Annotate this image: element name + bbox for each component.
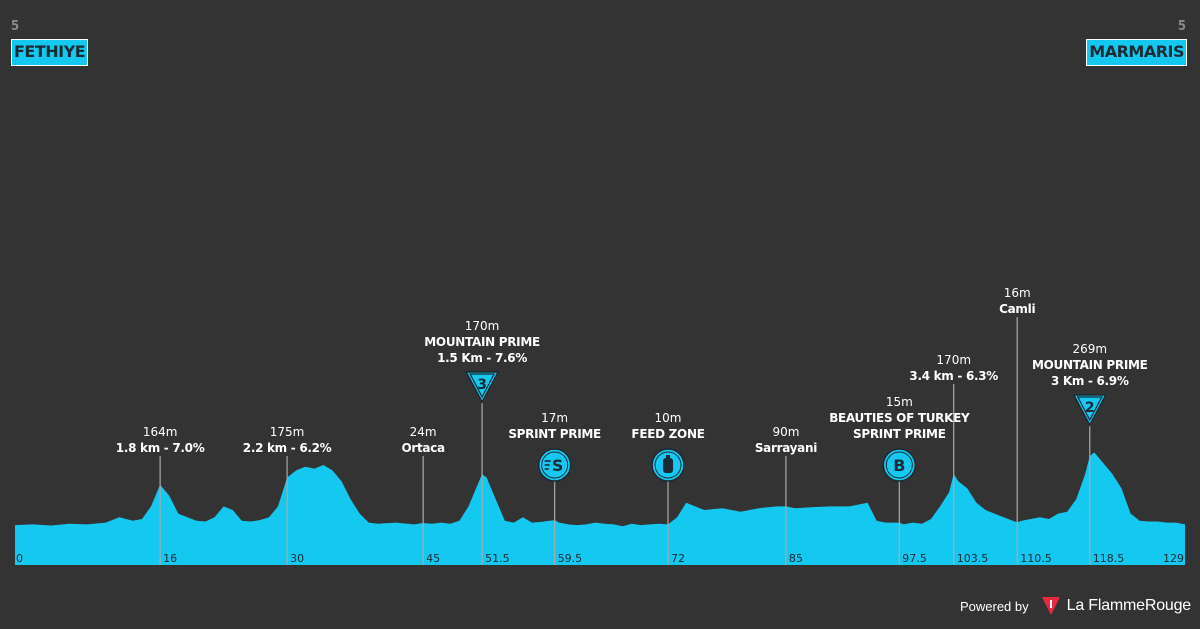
point-label: 3.4 km - 6.3% <box>909 369 998 383</box>
mountain-category-number: 2 <box>1085 400 1095 416</box>
point-elevation: 164m <box>143 425 178 439</box>
x-tick-label: 59.5 <box>558 552 583 565</box>
x-tick-label: 118.5 <box>1093 552 1125 565</box>
point-label: FEED ZONE <box>631 427 704 441</box>
point-label: BEAUTIES OF TURKEY <box>829 411 970 425</box>
bottle-cap <box>666 455 671 459</box>
bottle-icon-ring <box>654 451 682 479</box>
point-label: 2.2 km - 6.2% <box>243 441 332 455</box>
profile-area <box>15 452 1185 565</box>
footer-branding: Powered by La FlammeRouge <box>960 596 1191 616</box>
finish-city-label: MARMARIS <box>1086 39 1187 66</box>
point-elevation: 17m <box>541 411 568 425</box>
point-elevation: 16m <box>1004 286 1031 300</box>
point-label: SPRINT PRIME <box>853 427 946 441</box>
point-label: 1.5 Km - 7.6% <box>437 351 527 365</box>
powered-by-text: Powered by <box>959 598 1029 614</box>
x-tick-label: 51.5 <box>485 552 510 565</box>
x-tick-label: 16 <box>163 552 177 565</box>
point-label: Sarrayani <box>755 441 817 455</box>
point-elevation: 170m <box>936 353 971 367</box>
point-elevation: 90m <box>772 425 799 439</box>
bottle-body <box>663 458 674 473</box>
point-label: Ortaca <box>401 441 445 455</box>
finish-stage-number: 5 <box>1177 19 1186 34</box>
sprint-letter: S <box>552 456 564 475</box>
mountain-category-icon <box>1072 394 1108 427</box>
point-label: 3 Km - 6.9% <box>1051 374 1129 388</box>
mountain-category-number: 3 <box>477 377 487 393</box>
x-tick-label: 30 <box>290 552 304 565</box>
point-label: MOUNTAIN PRIME <box>1032 358 1148 372</box>
mountain-category-icon <box>464 371 500 404</box>
x-tick-label: 103.5 <box>957 552 989 565</box>
brand-name[interactable]: La FlammeRouge <box>1066 597 1192 614</box>
point-elevation: 175m <box>270 425 305 439</box>
flamme-rouge-logo-icon <box>1041 597 1060 615</box>
sprint-icon <box>537 448 572 482</box>
bonus-sprint-icon <box>882 448 917 482</box>
x-tick-label: 129 <box>1163 552 1184 565</box>
x-tick-label: 0 <box>16 552 23 565</box>
bonus-sprint-letter: B <box>893 456 905 475</box>
point-label: SPRINT PRIME <box>508 427 601 441</box>
point-elevation: 24m <box>410 425 437 439</box>
point-elevation: 10m <box>655 411 682 425</box>
sprint-icon-ring <box>541 451 569 479</box>
point-label: 1.8 km - 7.0% <box>116 441 205 455</box>
x-tick-label: 85 <box>789 552 803 565</box>
mountain-category-inner <box>1076 396 1103 422</box>
point-label: Camli <box>999 302 1035 316</box>
point-label: MOUNTAIN PRIME <box>424 335 540 349</box>
point-elevation: 15m <box>886 395 913 409</box>
x-tick-label: 97.5 <box>902 552 927 565</box>
mountain-category-inner <box>469 373 496 399</box>
start-stage-number: 5 <box>11 19 20 34</box>
start-city-label: FETHIYE <box>11 39 89 66</box>
bonus-sprint-icon-ring <box>885 451 913 479</box>
x-tick-label: 110.5 <box>1020 552 1051 565</box>
x-tick-label: 45 <box>426 552 440 565</box>
x-tick-label: 72 <box>671 552 685 565</box>
point-elevation: 170m <box>465 319 500 333</box>
point-elevation: 269m <box>1072 342 1107 356</box>
